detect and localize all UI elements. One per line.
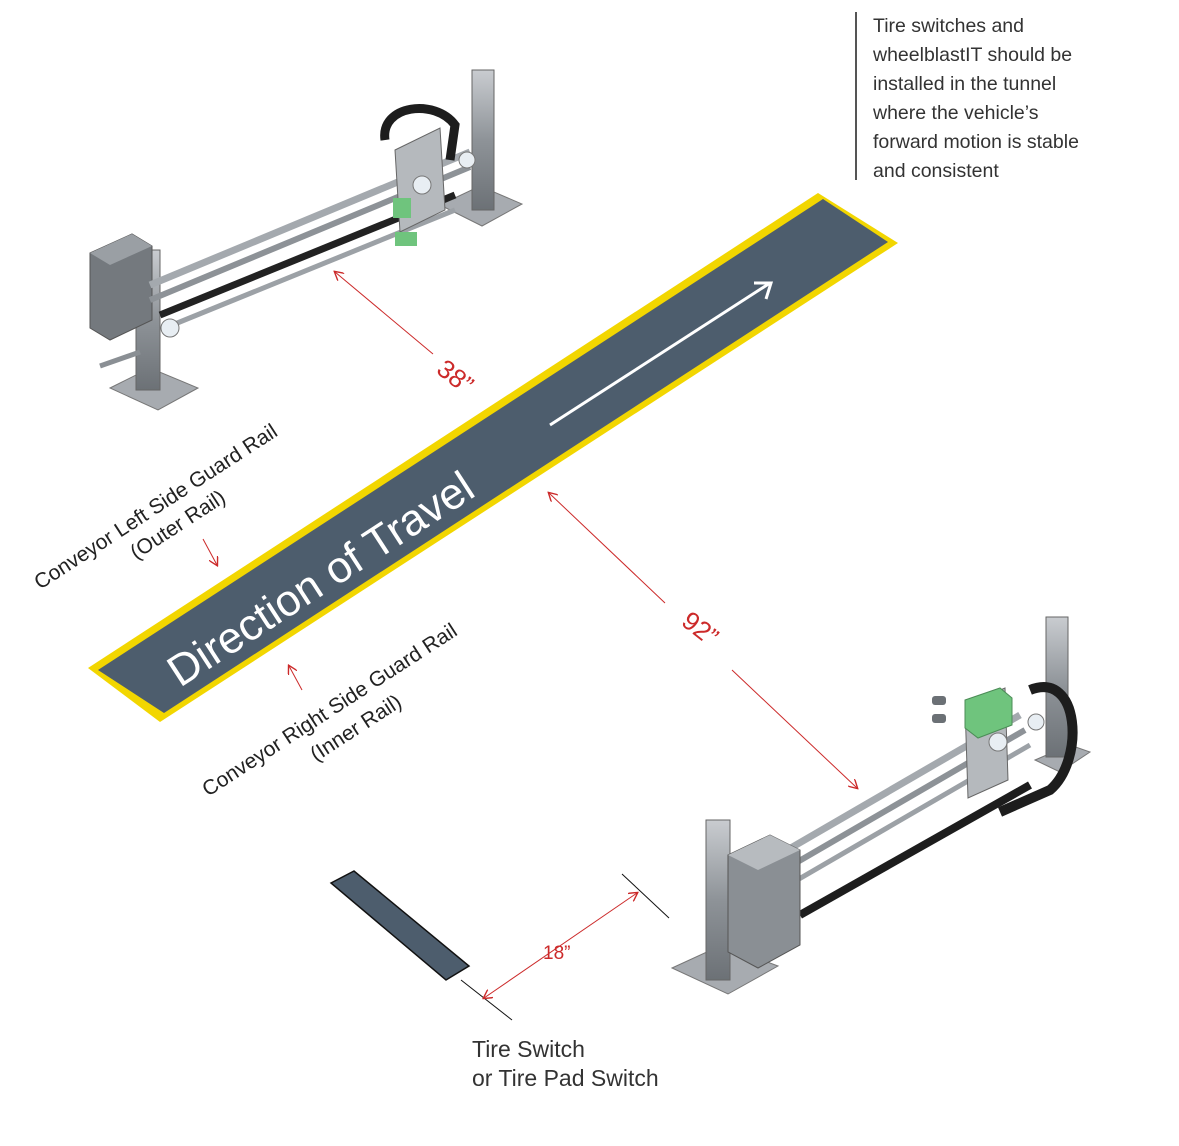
note-line: forward motion is stable <box>873 131 1079 153</box>
dimension-38-label: 38” <box>431 353 479 400</box>
tire-switch-pad <box>329 870 471 981</box>
tire-switch-label-line1: Tire Switch <box>472 1036 585 1062</box>
travel-arrow-head <box>754 281 774 300</box>
travel-arrow <box>549 281 771 427</box>
dimension-92-label: 92” <box>676 605 724 652</box>
road-surface <box>98 199 888 713</box>
installation-note: Tire switches and wheelblastIT should be… <box>855 12 1155 182</box>
dimension-18-label: 18” <box>543 943 570 964</box>
note-line: and consistent <box>873 160 999 182</box>
dimension-38: 38” <box>335 272 479 400</box>
note-line: Tire switches and <box>873 15 1025 37</box>
dimension-92: 92” <box>549 493 857 788</box>
right-guard-rail-device <box>670 616 1092 995</box>
note-line: installed in the tunnel <box>873 73 1057 95</box>
dimension-18: 18” <box>460 873 670 1021</box>
note-line: where the vehicle’s <box>873 102 1039 124</box>
tire-switch-label-line2: or Tire Pad Switch <box>472 1065 659 1091</box>
left-guard-rail-device <box>89 69 524 411</box>
note-line: wheelblastIT should be <box>873 44 1073 66</box>
tire-switch-label: Tire Switch or Tire Pad Switch <box>472 1035 659 1093</box>
